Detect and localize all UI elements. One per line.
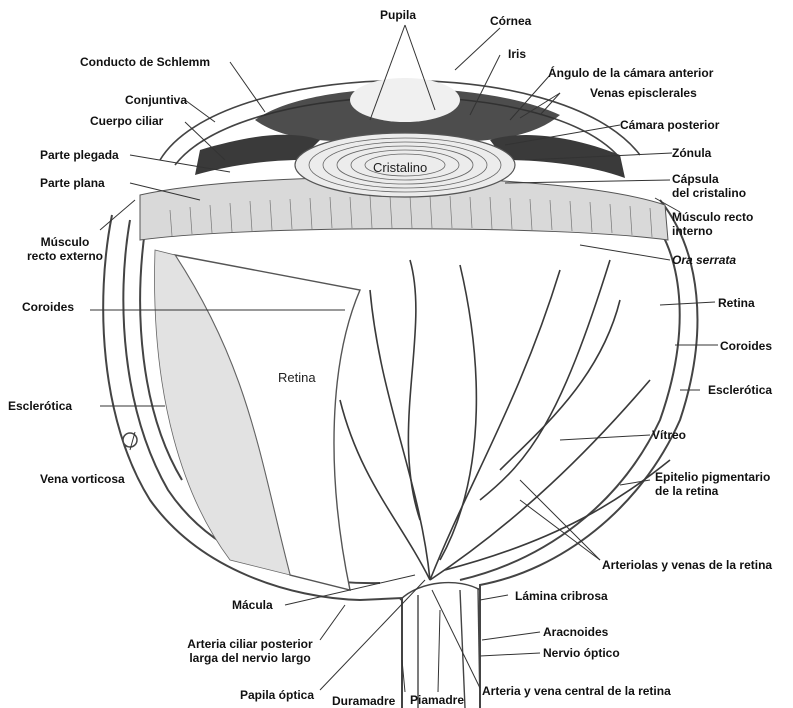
label-duramadre: Duramadre <box>332 694 395 708</box>
label-conjuntiva: Conjuntiva <box>125 93 187 107</box>
label-mri-line1: Músculo recto <box>672 210 753 224</box>
vena-vorticosa-opening <box>123 433 137 447</box>
pupil-highlight <box>350 78 460 122</box>
label-piamadre: Piamadre <box>410 693 464 707</box>
label-vena-vorticosa: Vena vorticosa <box>40 472 125 486</box>
label-parte-plegada: Parte plegada <box>40 148 119 162</box>
label-parte-plana: Parte plana <box>40 176 105 190</box>
label-coroides-left: Coroides <box>22 300 74 314</box>
label-papila-optica: Papila óptica <box>240 688 314 702</box>
label-cornea: Córnea <box>490 14 531 28</box>
label-camara-posterior: Cámara posterior <box>620 118 719 132</box>
label-capsula-line1: Cápsula <box>672 172 719 186</box>
label-iris: Iris <box>508 47 526 61</box>
label-epitelio-line1: Epitelio pigmentario <box>655 470 770 484</box>
label-lamina-cribrosa: Lámina cribrosa <box>515 589 608 603</box>
label-nervio-optico: Nervio óptico <box>543 646 620 660</box>
label-acp-line2: larga del nervio largo <box>189 651 310 665</box>
label-arteria-vena-central: Arteria y vena central de la retina <box>482 684 671 698</box>
optic-nerve <box>400 583 480 708</box>
retina-inner-label: Retina <box>278 370 316 385</box>
label-retina-right: Retina <box>718 296 755 310</box>
label-esclerotica-left: Esclerótica <box>8 399 72 413</box>
label-mri-line2: interno <box>672 224 713 238</box>
label-conducto-schlemm: Conducto de Schlemm <box>80 55 210 69</box>
label-angulo-camara-anterior: Ángulo de la cámara anterior <box>548 66 713 80</box>
label-arteriolas-venas: Arteriolas y venas de la retina <box>602 558 772 572</box>
retinal-vessels <box>340 260 670 580</box>
label-zonula: Zónula <box>672 146 711 160</box>
label-pupila: Pupila <box>380 8 416 22</box>
label-ora-serrata: Ora serrata <box>672 253 736 267</box>
label-mre-line1: Músculo <box>41 235 90 249</box>
label-vitreo: Vítreo <box>652 428 686 442</box>
label-epitelio-line2: de la retina <box>655 484 718 498</box>
label-coroides-right: Coroides <box>720 339 772 353</box>
label-capsula-line2: del cristalino <box>672 186 746 200</box>
label-macula: Mácula <box>232 598 273 612</box>
label-aracnoides: Aracnoides <box>543 625 608 639</box>
label-mre-line2: recto externo <box>27 249 103 263</box>
label-cuerpo-ciliar: Cuerpo ciliar <box>90 114 163 128</box>
label-acp-line1: Arteria ciliar posterior <box>187 637 312 651</box>
label-esclerotica-right: Esclerótica <box>708 383 772 397</box>
lens-label: Cristalino <box>373 160 427 175</box>
label-venas-episclerales: Venas episclerales <box>590 86 697 100</box>
